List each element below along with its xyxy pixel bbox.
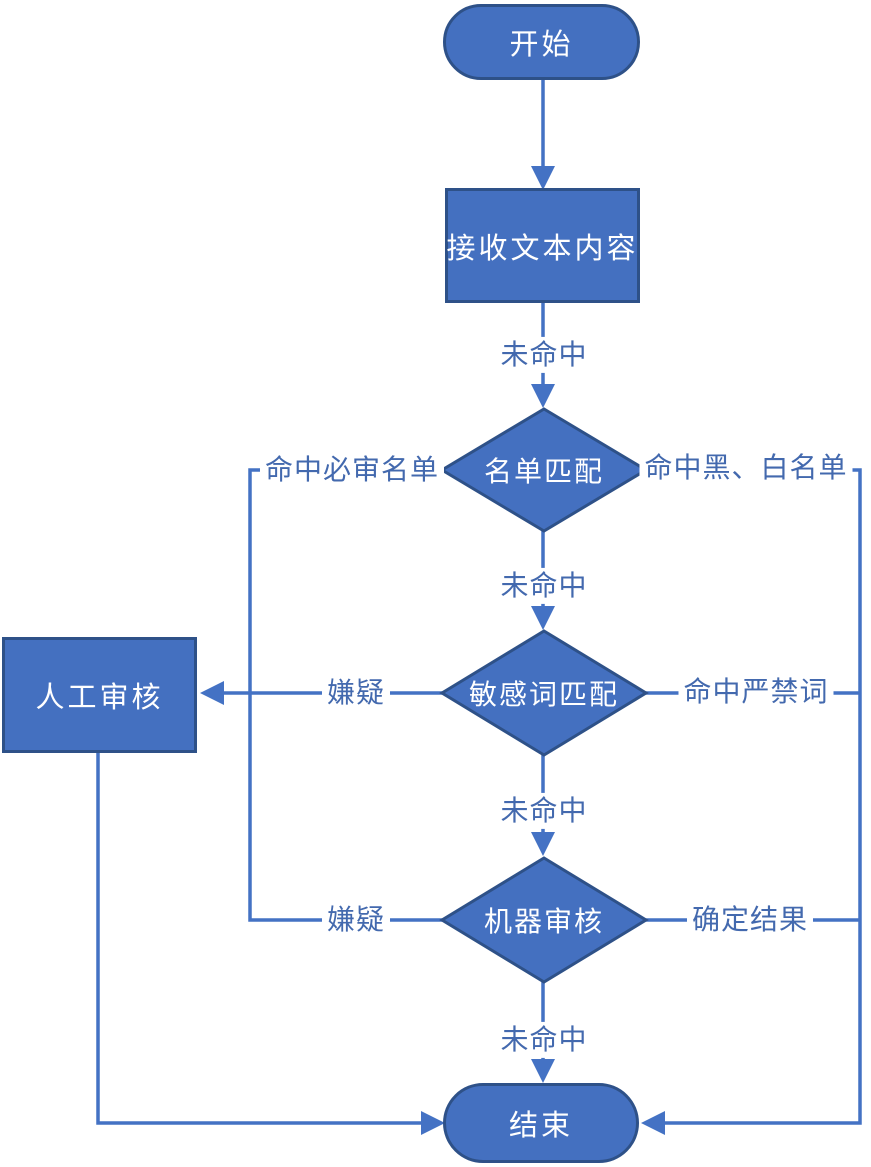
edge-label-miss-after-machine: 未命中 (495, 1021, 593, 1059)
arrowhead-into-end-left (421, 1111, 445, 1135)
decision-list-match-shape (439, 407, 649, 533)
decision-machine-review-label: 机器审核 (483, 906, 605, 937)
edge-label-confirmed-result: 确定结果 (686, 901, 814, 939)
edge-label-suspect-from-sensitive: 嫌疑 (321, 674, 391, 712)
node-start: 开始 (443, 4, 640, 80)
arrowhead-into-end-top (531, 1059, 555, 1083)
decision-sensitive-match-label: 敏感词匹配 (468, 679, 620, 710)
edge-label-hit-must-review-list: 命中必审名单 (259, 451, 445, 489)
edge-label-miss-after-receive: 未命中 (495, 336, 593, 374)
arrowhead-into-manual (200, 681, 224, 705)
decision-sensitive-match-shape (439, 629, 649, 757)
edge-label-suspect-from-machine: 嫌疑 (321, 901, 391, 939)
node-receive-text-label: 接收文本内容 (446, 232, 639, 265)
edge-label-hit-forbidden-words: 命中严禁词 (678, 673, 834, 711)
edge-label-hit-black-white-list: 命中黑、白名单 (639, 449, 853, 487)
arrowhead-into-receive (531, 166, 555, 190)
edge-label-miss-after-list-match: 未命中 (495, 567, 593, 605)
node-manual-review-label: 人工审核 (35, 682, 164, 714)
node-end-label: 结束 (508, 1110, 573, 1142)
arrowhead-into-end-right (641, 1111, 665, 1135)
node-receive-text: 接收文本内容 (445, 188, 640, 303)
arrowhead-into-sensitive (531, 606, 555, 630)
arrowhead-into-machine (531, 832, 555, 856)
decision-list-match-label: 名单匹配 (483, 456, 605, 487)
node-end: 结束 (443, 1083, 639, 1163)
edge-label-miss-after-sensitive: 未命中 (495, 792, 593, 830)
edge-right-rail (646, 468, 862, 1125)
node-manual-review: 人工审核 (2, 637, 197, 753)
arrowhead-into-listmatch (531, 384, 555, 408)
node-start-label: 开始 (509, 29, 574, 61)
decision-machine-review-shape (439, 856, 649, 984)
edge-manual-to-end (96, 753, 422, 1125)
